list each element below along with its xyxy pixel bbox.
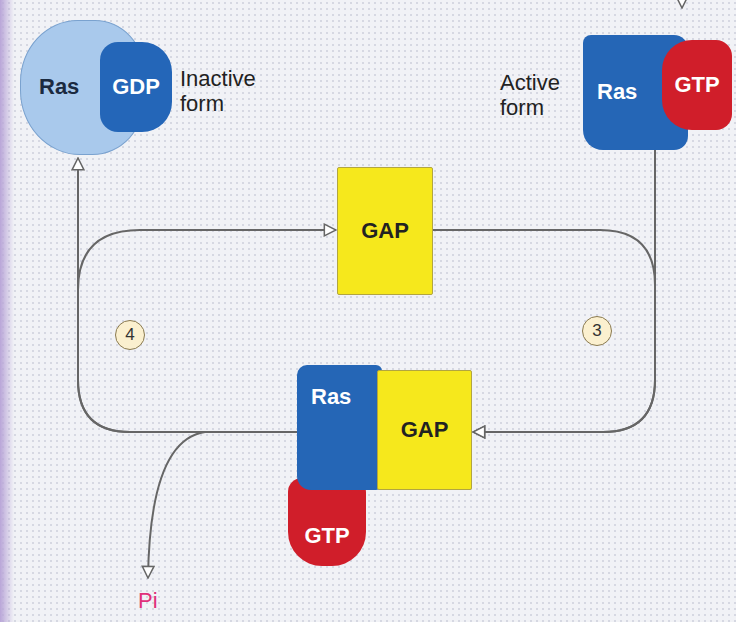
state-label: Active form (500, 70, 580, 121)
state-label: Inactive form (180, 66, 270, 117)
node-text: GTP (304, 524, 349, 548)
page-edge-tint (0, 0, 14, 622)
gdp-shape: GDP (100, 42, 172, 132)
gap-complex-box: GAP (377, 370, 472, 490)
node-text: GAP (401, 418, 449, 442)
node-text: Ras (597, 80, 637, 104)
phosphate-label: Pi (138, 588, 158, 613)
incoming-arrow (681, 0, 683, 8)
node-text: GTP (674, 73, 719, 97)
callout-circle: 3 (582, 316, 612, 346)
gtp-shape: GTP (662, 40, 732, 130)
callout-number: 3 (592, 321, 601, 341)
node-text: GAP (361, 219, 409, 243)
cycle-arrow (473, 150, 655, 432)
gap-box: GAP (337, 167, 433, 295)
node-text: Ras (39, 75, 79, 99)
callout-number: 4 (125, 325, 134, 345)
ras-complex-shape: Ras (297, 365, 382, 490)
callout-circle: 4 (115, 320, 145, 350)
cycle-arrow (78, 158, 297, 432)
node-text: Ras (311, 385, 351, 409)
gtp-complex-shape: GTP (288, 478, 366, 566)
phosphate-release-line (148, 432, 205, 578)
node-text: GDP (112, 75, 160, 99)
